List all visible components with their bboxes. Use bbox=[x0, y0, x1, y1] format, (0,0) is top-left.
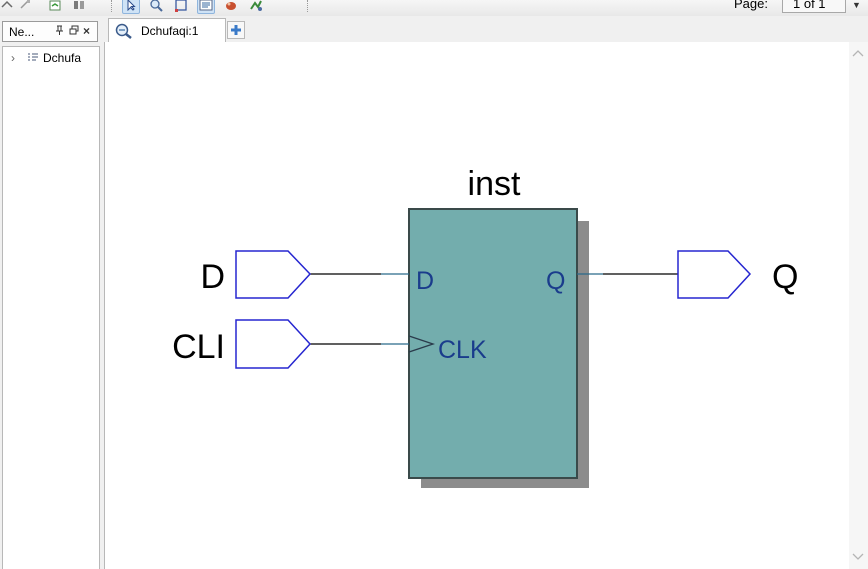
vertical-scrollbar[interactable] bbox=[849, 42, 868, 569]
schematic-icon bbox=[113, 22, 133, 40]
scroll-down-icon[interactable] bbox=[852, 552, 864, 564]
input-port-d[interactable] bbox=[235, 250, 312, 299]
netlist-icon bbox=[27, 53, 39, 63]
pin-label-d: D bbox=[416, 267, 434, 295]
export-icon[interactable] bbox=[46, 0, 64, 14]
toolbar: Page: 1 of 1 ▼ bbox=[0, 0, 868, 16]
float-icon[interactable] bbox=[69, 25, 79, 38]
redo-icon[interactable] bbox=[16, 0, 34, 14]
clock-pin-marker bbox=[408, 335, 436, 353]
output-port-q[interactable] bbox=[677, 250, 752, 299]
schematic-drawing: inst D CLK Q D CLI Q bbox=[172, 165, 798, 488]
netlist-panel: Ne... × › Dchufa bbox=[0, 16, 102, 569]
close-icon[interactable]: × bbox=[83, 24, 91, 38]
schematic-canvas[interactable]: inst D CLK Q D CLI Q bbox=[104, 42, 849, 569]
tab-label: Dchufaqi:1 bbox=[141, 23, 199, 38]
netlist-view-icon[interactable] bbox=[197, 0, 215, 14]
instance-name: inst bbox=[468, 165, 521, 203]
toolbar-separator bbox=[111, 0, 113, 12]
page-label: Page: bbox=[734, 0, 768, 11]
tab-dchufaqi[interactable]: Dchufaqi:1 bbox=[108, 18, 226, 42]
pin-label-q: Q bbox=[546, 267, 565, 295]
panel-header: Ne... × bbox=[0, 21, 100, 42]
hierarchy-icon[interactable] bbox=[70, 0, 88, 14]
document-tab-bar: Dchufaqi:1 bbox=[104, 16, 868, 42]
zoom-icon[interactable] bbox=[147, 0, 165, 14]
plus-icon bbox=[231, 25, 241, 35]
panel-tab[interactable]: Ne... × bbox=[2, 21, 98, 42]
add-tab-button[interactable] bbox=[227, 21, 245, 39]
port-label-q: Q bbox=[772, 258, 798, 296]
input-port-cli[interactable] bbox=[235, 319, 312, 369]
select-tool-icon[interactable] bbox=[122, 0, 140, 14]
netlist-tree: › Dchufa bbox=[2, 46, 100, 569]
page-select[interactable]: 1 of 1 bbox=[782, 0, 846, 13]
highlight-icon[interactable] bbox=[222, 0, 240, 14]
port-label-d: D bbox=[200, 258, 225, 296]
scroll-up-icon[interactable] bbox=[852, 48, 864, 60]
instance-block[interactable] bbox=[409, 209, 577, 478]
toolbar-separator bbox=[307, 0, 309, 12]
chevron-right-icon[interactable]: › bbox=[11, 51, 15, 65]
pin-icon[interactable] bbox=[55, 25, 64, 39]
chevron-down-icon[interactable]: ▼ bbox=[852, 0, 861, 10]
port-label-cli: CLI bbox=[172, 328, 225, 366]
area-zoom-icon[interactable] bbox=[172, 0, 190, 14]
properties-icon[interactable] bbox=[247, 0, 265, 14]
tree-item-label: Dchufa bbox=[43, 51, 82, 65]
undo-icon[interactable] bbox=[0, 0, 16, 14]
tree-item[interactable]: › Dchufa bbox=[11, 50, 81, 66]
panel-tab-label: Ne... bbox=[9, 25, 35, 39]
pin-label-clk: CLK bbox=[438, 336, 487, 364]
